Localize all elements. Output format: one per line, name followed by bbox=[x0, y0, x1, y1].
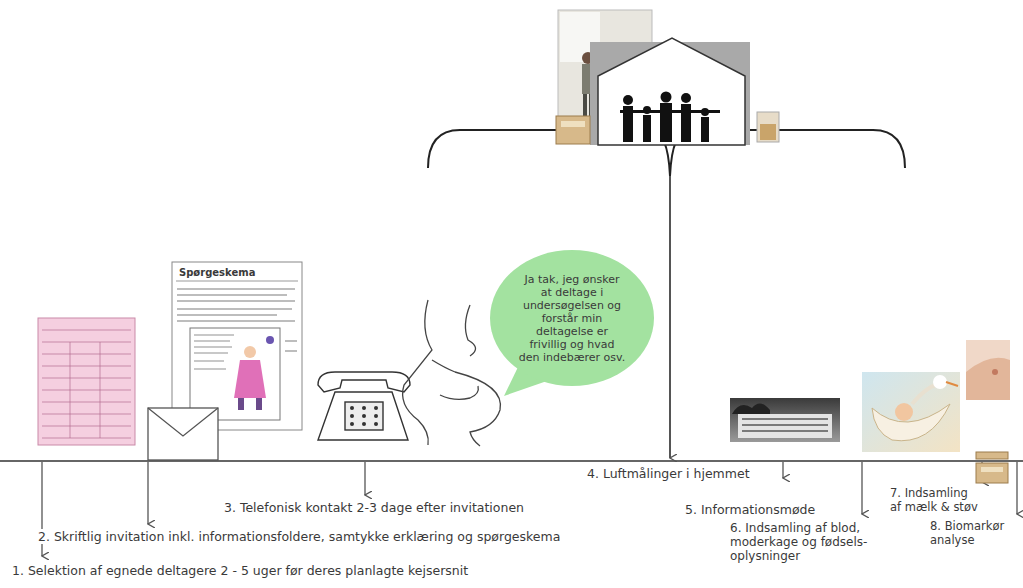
step-label: 3. Telefonisk kontakt 2-3 dage efter inv… bbox=[222, 500, 526, 515]
birth-form bbox=[38, 318, 135, 445]
hospital-photo bbox=[730, 398, 840, 442]
envelope bbox=[148, 408, 218, 460]
telephone bbox=[318, 372, 410, 440]
dust-box bbox=[976, 452, 1008, 483]
questionnaire bbox=[172, 262, 302, 430]
bubble-text: Ja tak, jeg ønsker at deltage i undersøg… bbox=[518, 273, 626, 364]
pregnant-woman bbox=[403, 300, 501, 446]
dust-jar bbox=[757, 112, 779, 142]
step-label: 6. Indsamling af blod, moderkage og føds… bbox=[728, 521, 894, 563]
document-heading: Spørgeskema bbox=[177, 265, 257, 280]
step-label: 2. Skriftlig invitation inkl. informatio… bbox=[36, 529, 562, 544]
stork-baby bbox=[862, 372, 960, 452]
step-label: 1. Selektion af egnede deltagere 2 - 5 u… bbox=[10, 563, 470, 578]
sampler-box bbox=[556, 116, 590, 144]
step-label: 8. Biomarkør analyse bbox=[928, 519, 1018, 547]
home-arrow bbox=[669, 176, 671, 458]
speech-bubble: Ja tak, jeg ønsker at deltage i undersøg… bbox=[490, 250, 654, 386]
milk-photo bbox=[966, 340, 1010, 400]
house-picture bbox=[590, 38, 750, 145]
step-label: 4. Luftmålinger i hjemmet bbox=[585, 466, 752, 481]
step-label: 5. Informationsmøde bbox=[683, 502, 817, 517]
step-label: 7. Indsamling af mælk & støv bbox=[888, 486, 984, 514]
